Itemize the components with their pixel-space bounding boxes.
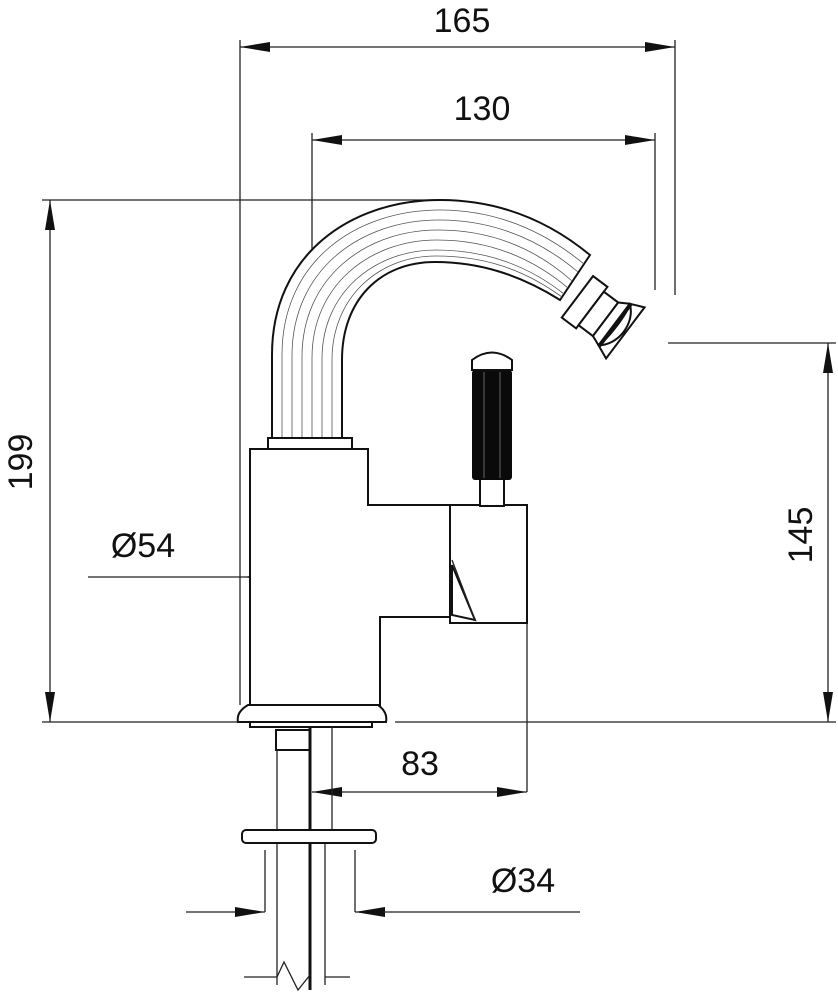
dimension-199: 199 <box>2 200 56 722</box>
dim-label-d54: Ø54 <box>111 527 175 565</box>
dimension-145: 145 <box>782 343 833 722</box>
base-gasket <box>249 721 373 728</box>
dim-label-199: 199 <box>2 434 40 491</box>
lever-handle <box>471 351 513 507</box>
dim-label-83: 83 <box>401 745 439 783</box>
dim-label-d34: Ø34 <box>491 862 555 900</box>
dimension-d34: Ø34 <box>186 862 580 917</box>
handle-block <box>449 504 528 624</box>
dim-label-130: 130 <box>454 90 511 128</box>
bidet-nozzle <box>560 274 647 361</box>
base-flange <box>236 704 388 723</box>
dim-label-165: 165 <box>434 2 491 40</box>
dimension-165: 165 <box>240 2 675 52</box>
extension-lines <box>42 40 836 912</box>
faucet-body <box>249 448 453 706</box>
dimension-83: 83 <box>312 745 527 797</box>
dim-label-145: 145 <box>782 507 820 564</box>
spout <box>267 198 592 450</box>
dimension-130: 130 <box>312 90 655 145</box>
mounting-hardware <box>241 727 377 992</box>
